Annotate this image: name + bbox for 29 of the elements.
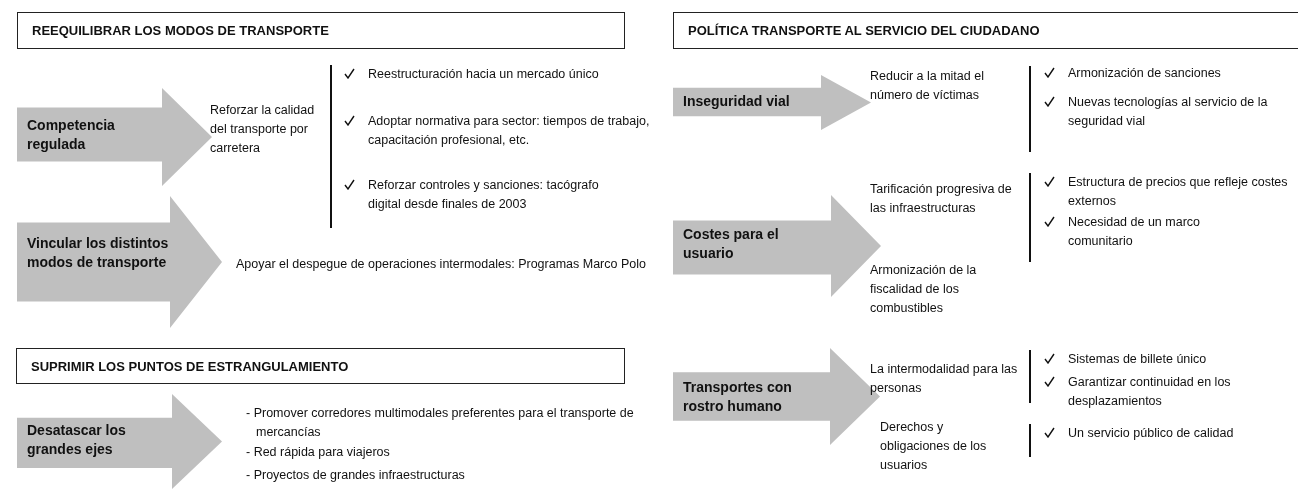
arrow-label: Desatascar los grandes ejes (27, 421, 127, 459)
section-header: SUPRIMIR LOS PUNTOS DE ESTRANGULAMIENTO (16, 348, 625, 384)
note-text: Armonización de la fiscalidad de los combustibles (870, 262, 978, 317)
bullet-text: Reforzar controles y sanciones: tacógrafo digital desde finales de 2003 (368, 177, 600, 213)
arrow-label: Competencia regulada (27, 116, 116, 154)
note-text: Tarificación progresiva de las infraestructuras (870, 181, 1013, 217)
section-header: POLÍTICA TRANSPORTE AL SERVICIO DEL CIUDADANO (673, 12, 1298, 49)
bullet-text: Un servicio público de calidad (1068, 425, 1235, 442)
bullet-text: Necesidad de un marco comunitario (1068, 214, 1202, 250)
note-text: - Promover corredores multimodales preferentes para el transporte de mercancías (246, 405, 635, 441)
bullet-text: Nuevas tecnologías al servicio de la seguridad vial (1068, 94, 1268, 130)
note-text: Apoyar el despegue de operaciones intermodales: Programas Marco Polo (236, 256, 647, 273)
arrow-label: Vincular los distintos modos de transporte (27, 234, 170, 272)
note-text: Reforzar la calidad del transporte por carretera (210, 102, 315, 157)
bullet-text: Armonización de sanciones (1068, 65, 1222, 82)
bullet-text: Sistemas de billete único (1068, 351, 1208, 368)
bullet-text: Garantizar continuidad en los desplazamientos (1068, 374, 1232, 410)
arrow-label: Inseguridad vial (683, 92, 791, 111)
note-text: Reducir a la mitad el número de víctimas (870, 68, 985, 104)
arrow-label: Costes para el usuario (683, 225, 780, 263)
bullet-text: Adoptar normativa para sector: tiempos de trabajo, capacitación profesional, etc. (368, 113, 651, 149)
note-text: La intermodalidad para las personas (870, 361, 1019, 397)
note-text: Derechos y obligaciones de los usuarios (880, 419, 988, 474)
bullet-text: Estructura de precios que refleje costes externos (1068, 174, 1289, 210)
note-text: - Proyectos de grandes infraestructuras (246, 467, 466, 484)
note-text: - Red rápida para viajeros (246, 444, 391, 461)
section-header: REEQUILIBRAR LOS MODOS DE TRANSPORTE (17, 12, 625, 49)
arrow-label: Transportes con rostro humano (683, 378, 793, 416)
bullet-text: Reestructuración hacia un mercado único (368, 66, 600, 83)
